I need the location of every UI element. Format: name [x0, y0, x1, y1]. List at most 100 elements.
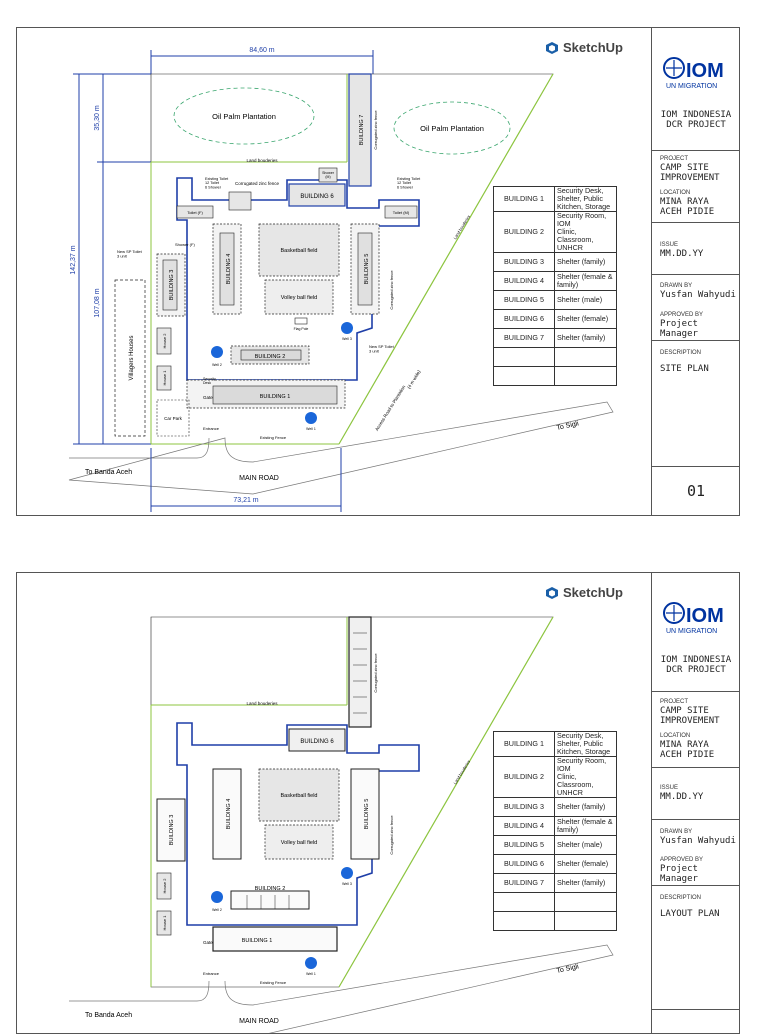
land-boundaries-diagonal-label: Land bouderies [452, 214, 471, 240]
sketchup-label-2: SketchUp [563, 585, 623, 600]
access-road-label: Access Road to Plantation(4 m wide) [374, 366, 422, 434]
main-road-2 [69, 944, 614, 1033]
building-5-core [357, 232, 373, 306]
toilet-f-label: Toilet (F) [187, 210, 203, 215]
building-7-label: BUILDING 7 [359, 115, 365, 146]
corrugated-fence-b5-2: Corrugated zinc fence [389, 815, 394, 855]
legend-building-use: Shelter (family) [554, 797, 617, 817]
iom-wordmark-2: IOM [686, 605, 724, 627]
legend-building-use: Shelter (family) [554, 252, 617, 272]
project-value-2: CAMP SITE IMPROVEMENT [660, 706, 720, 726]
basketball-label: Basketball field [281, 248, 318, 254]
drawn-by-caption: DRAWN BY [660, 283, 693, 289]
well-1-label-2: Well 1 [306, 972, 316, 976]
car-park-label: Car Park [164, 416, 183, 421]
legend-building-use [554, 911, 617, 931]
oil-palm-label-left: Oil Palm Plantation [212, 112, 276, 121]
iom-subtitle-2: UN MIGRATION [666, 628, 717, 635]
legend-building-name [493, 366, 555, 386]
legend-building-use: Shelter (family) [554, 328, 617, 348]
legend-building-name: BUILDING 2 [493, 756, 555, 798]
legend-building-name: BUILDING 1 [493, 186, 555, 212]
legend-building-use [554, 366, 617, 386]
land-boundaries-label-2: Land bouderies [246, 701, 278, 706]
building-1-core [212, 385, 338, 405]
description-value: SITE PLAN [660, 364, 709, 374]
building-6-label: BUILDING 6 [300, 194, 334, 200]
location-value: MINA RAYA ACEH PIDIE [660, 197, 715, 217]
dim-top-label: 84,60 m [249, 47, 274, 54]
legend-building-name: BUILDING 4 [493, 271, 555, 291]
legend-building-name [493, 347, 555, 367]
layout-plan-drawing: Land bouderies Corrugated zinc fence BUI… [17, 573, 651, 1033]
legend-building-use: Shelter (female) [554, 309, 617, 329]
building-4-label-2: BUILDING 4 [226, 799, 232, 830]
oil-palm-plantation-left [173, 87, 315, 145]
description-caption: DESCRIPTION [660, 350, 702, 356]
villagers-houses [114, 279, 146, 437]
legend-building-use: Shelter (female & family) [554, 271, 617, 291]
drawn-by-caption-2: DRAWN BY [660, 829, 693, 835]
house-1-plan [156, 910, 172, 936]
existing-fence-label-2: Existing Fence [260, 980, 287, 985]
building-6 [288, 183, 346, 207]
to-banda-aceh-label-2: To Banda Aceh [85, 1012, 132, 1019]
approved-by-caption: APPROVED BY [660, 312, 704, 318]
legend-building-name [493, 892, 555, 912]
dim-left-upper: 35,30 m [94, 105, 101, 130]
building-5-label: BUILDING 5 [364, 254, 370, 285]
well-2-label-2: Well 2 [212, 908, 222, 912]
building-2-core [240, 349, 302, 361]
house-1-label: House 1 [162, 370, 167, 386]
sketchup-label: SketchUp [563, 40, 623, 55]
well-3-label: Well 3 [342, 337, 352, 341]
well-1-plan [305, 957, 317, 969]
toilet-m [384, 205, 418, 219]
toilet-f [176, 205, 214, 219]
corrugated-fence-label: Corrugated zinc fence [235, 181, 280, 186]
building-3-core [162, 259, 178, 311]
legend-row [493, 347, 617, 367]
legend-building-use: Shelter (female) [554, 854, 617, 874]
title-block-2: IOM UN MIGRATION IOM INDONESIA DCR PROJE… [651, 573, 739, 1033]
volleyball-field-2 [264, 824, 334, 860]
house-2-plan [156, 872, 172, 900]
entrance-label: Entrance [203, 426, 220, 431]
project-value: CAMP SITE IMPROVEMENT [660, 163, 720, 183]
building-7 [348, 73, 372, 187]
legend-row [493, 911, 617, 931]
oil-palm-plantation-right [393, 101, 511, 155]
building-5-plan [350, 768, 380, 860]
corrugated-fence-b5: Corrugated zinc fence [389, 270, 394, 310]
building-2-label: BUILDING 2 [255, 354, 286, 360]
legend-building-name: BUILDING 3 [493, 797, 555, 817]
legend-building-use [554, 347, 617, 367]
drawn-by-value: Yusfan Wahyudi [660, 290, 736, 300]
shower-f-label: Shower (F) [175, 242, 195, 247]
main-road [68, 401, 614, 495]
building-1-label: BUILDING 1 [260, 394, 291, 400]
building-3-label: BUILDING 3 [169, 270, 175, 301]
oil-palm-label-right: Oil Palm Plantation [420, 124, 484, 133]
shower-m [318, 167, 338, 183]
flag-pole-label: Flag Pole [294, 327, 309, 331]
well-2-plan [211, 891, 223, 903]
existing-fence-label: Existing Fence [260, 435, 287, 440]
dimension-top: 84,60 m [150, 47, 374, 74]
basketball-label-2: Basketball field [281, 793, 318, 799]
gate-label: Gate [203, 395, 213, 400]
iom-logo: IOM UN MIGRATION [663, 57, 724, 90]
well-2-label: Well 2 [212, 363, 222, 367]
